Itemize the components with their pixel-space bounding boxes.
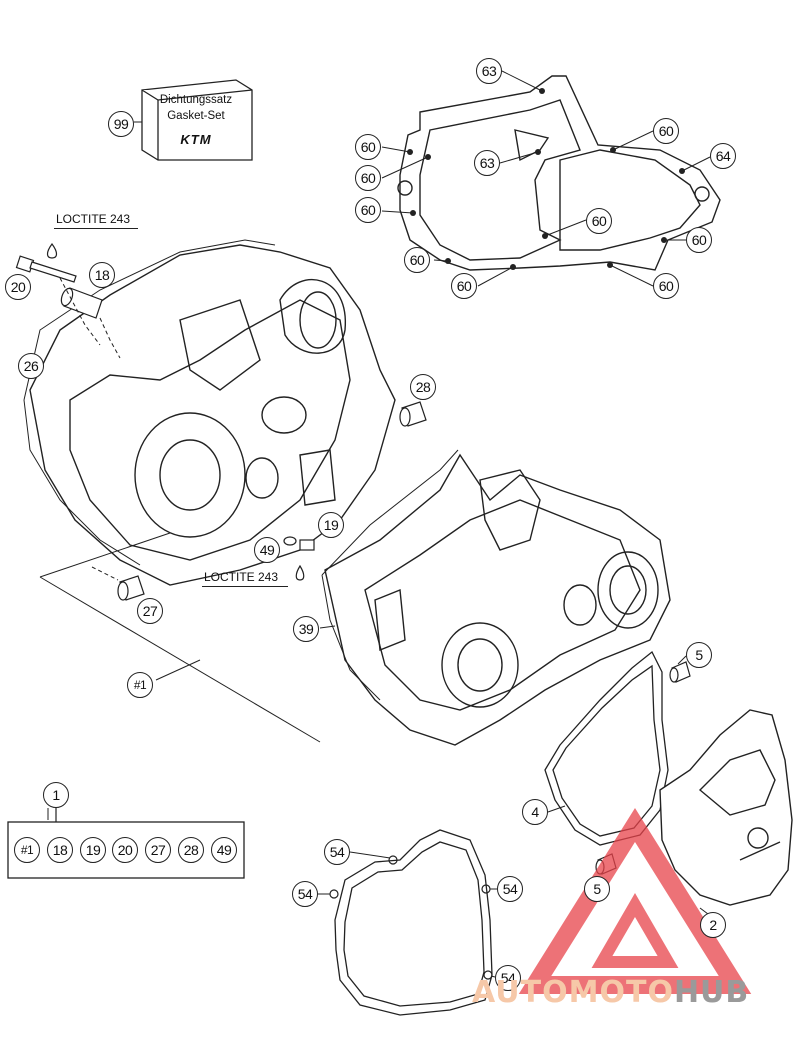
callout-28[interactable]: 28 <box>410 374 436 400</box>
gasket-set-line1: Dichtungssatz <box>159 94 233 106</box>
dowel-5-top <box>669 661 691 683</box>
callout-19[interactable]: 19 <box>318 512 344 538</box>
callout-set-1[interactable]: #1 <box>127 672 153 698</box>
watermark-part1: AUTOMOTO <box>472 975 674 1010</box>
right-crankcase-half <box>324 453 671 746</box>
leader-4 <box>547 805 566 813</box>
loctite-label-bottom: LOCTITE 243 <box>204 570 279 584</box>
leader-39 <box>319 625 336 629</box>
gasket-set-line2: Gasket-Set <box>167 110 225 122</box>
loctite-bottom-underline <box>202 586 288 587</box>
callout-20[interactable]: 20 <box>5 274 31 300</box>
loctite-top-underline <box>54 228 138 229</box>
callout-60-g[interactable]: 60 <box>586 208 612 234</box>
callout-99[interactable]: 99 <box>108 111 134 137</box>
callout-18[interactable]: 18 <box>89 262 115 288</box>
kit-item-19[interactable]: 19 <box>80 837 106 863</box>
left-case-gasket <box>23 239 276 566</box>
gasket-leader-lines <box>381 70 711 287</box>
right-case-gasket <box>321 449 459 701</box>
callout-1[interactable]: 1 <box>43 782 69 808</box>
watermark-text: AUTOMOTOHUB <box>472 975 749 1010</box>
screw-19-washer-49 <box>283 536 315 581</box>
watermark-part2: HUB <box>673 975 750 1010</box>
callout-60-h[interactable]: 60 <box>686 227 712 253</box>
callout-2[interactable]: 2 <box>700 912 726 938</box>
callout-60-f[interactable]: 60 <box>653 118 679 144</box>
callout-27[interactable]: 27 <box>137 598 163 624</box>
assembly-bracket-lines <box>39 532 321 820</box>
callout-64[interactable]: 64 <box>710 143 736 169</box>
kit-item-27[interactable]: 27 <box>145 837 171 863</box>
callout-60-a[interactable]: 60 <box>355 134 381 160</box>
watermark-triangle-logo <box>518 808 752 994</box>
callout-54-b[interactable]: 54 <box>292 881 318 907</box>
callout-49[interactable]: 49 <box>254 537 280 563</box>
cylinder-base-gasket <box>397 75 721 271</box>
callout-4[interactable]: 4 <box>522 799 548 825</box>
callout-63-inner[interactable]: 63 <box>474 150 500 176</box>
callout-26[interactable]: 26 <box>18 353 44 379</box>
callout-60-d[interactable]: 60 <box>404 247 430 273</box>
dashed-guides <box>59 277 121 581</box>
gasket-bolt-holes <box>407 88 685 270</box>
clutch-cover-gasket-4 <box>544 650 669 846</box>
kit-item-28[interactable]: 28 <box>178 837 204 863</box>
gasket-set-label: Dichtungssatz Gasket-Set KTM <box>142 82 250 160</box>
leaders-54 <box>318 851 497 978</box>
clutch-cover-2 <box>659 709 793 906</box>
callout-5-bottom[interactable]: 5 <box>584 876 610 902</box>
callout-5-top[interactable]: 5 <box>686 642 712 668</box>
dowel-sleeve-part <box>60 287 103 319</box>
kit-item-20[interactable]: 20 <box>112 837 138 863</box>
ktm-logo: KTM <box>180 132 212 147</box>
callout-39[interactable]: 39 <box>293 616 319 642</box>
callout-60-e[interactable]: 60 <box>451 273 477 299</box>
loctite-drop-top <box>46 242 58 259</box>
left-crankcase-half <box>29 244 396 586</box>
callout-54-a[interactable]: 54 <box>324 839 350 865</box>
dowel-27 <box>117 575 145 601</box>
ignition-cover-gasket-54 <box>334 829 493 1016</box>
kit-item-set-1[interactable]: #1 <box>14 837 40 863</box>
callout-60-c[interactable]: 60 <box>355 197 381 223</box>
screw-part <box>15 255 77 283</box>
loctite-label-top: LOCTITE 243 <box>56 212 131 226</box>
callout-54-d[interactable]: 54 <box>495 965 521 991</box>
callout-60-b[interactable]: 60 <box>355 165 381 191</box>
callout-63-top[interactable]: 63 <box>476 58 502 84</box>
callout-60-i[interactable]: 60 <box>653 273 679 299</box>
kit-item-49[interactable]: 49 <box>211 837 237 863</box>
callout-54-c[interactable]: 54 <box>497 876 523 902</box>
kit-item-18[interactable]: 18 <box>47 837 73 863</box>
bushing-28 <box>399 401 427 427</box>
gasket-set-box-icon <box>141 79 253 161</box>
